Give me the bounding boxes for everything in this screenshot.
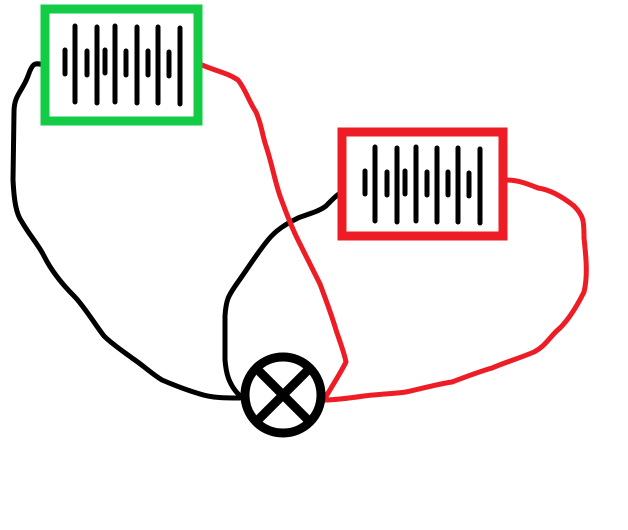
green-box-border: [40, 4, 203, 126]
signal-source-red: [337, 127, 508, 241]
waveform-icon: [62, 23, 183, 107]
black-wire-left: [10, 61, 243, 401]
signal-source-green: [40, 4, 203, 126]
lamp-icon: [240, 352, 326, 438]
red-box-border: [337, 127, 508, 241]
red-wire-right: [321, 177, 589, 403]
red-wire-diagonal: [197, 61, 349, 403]
black-wire-center: [222, 186, 349, 399]
waveform-icon: [362, 144, 483, 226]
